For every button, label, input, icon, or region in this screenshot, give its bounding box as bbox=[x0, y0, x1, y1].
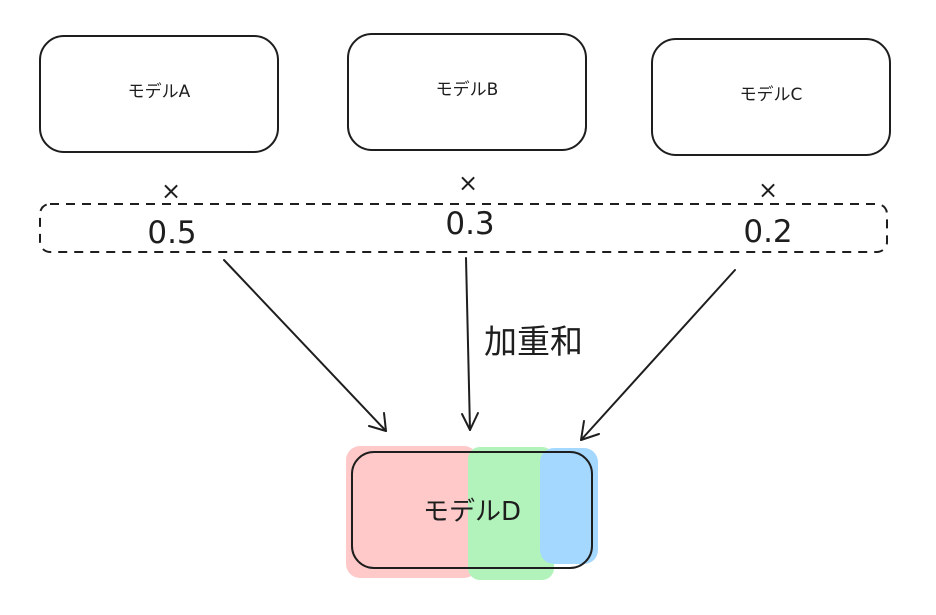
model-box-a-shape bbox=[39, 35, 279, 153]
model-b-label: モデルB bbox=[436, 79, 499, 100]
weight-a: 0.5 bbox=[147, 215, 196, 251]
model-box-a: モデルA bbox=[39, 35, 279, 153]
result-segment-red bbox=[346, 446, 478, 578]
weighted-sum-label: 加重和 bbox=[484, 322, 583, 361]
weight-b: 0.3 bbox=[445, 206, 494, 242]
arrow-c-line bbox=[580, 269, 736, 441]
arrow-a-head bbox=[368, 412, 387, 432]
model-a-label: モデルA bbox=[128, 81, 191, 102]
model-box-c-shape bbox=[651, 38, 891, 156]
model-box-b: モデルB bbox=[347, 33, 587, 151]
model-box-c: モデルC bbox=[651, 38, 891, 156]
weight-c: 0.2 bbox=[743, 214, 792, 250]
model-c-label: モデルC bbox=[740, 84, 803, 105]
multiply-symbol-a: × bbox=[161, 177, 181, 205]
arrow-b-line bbox=[465, 257, 471, 431]
arrow-b-head bbox=[461, 412, 479, 431]
result-segment-blue bbox=[540, 448, 598, 564]
arrow-a bbox=[223, 259, 387, 432]
multiply-symbol-b: × bbox=[458, 169, 478, 197]
arrow-a-line bbox=[223, 259, 387, 432]
model-box-b-shape bbox=[347, 33, 587, 151]
model-box-d-border bbox=[351, 451, 593, 569]
arrow-c bbox=[580, 269, 736, 441]
model-d-label: モデルD bbox=[423, 497, 521, 527]
result-segment-green bbox=[468, 447, 554, 580]
multiply-symbol-c: × bbox=[758, 176, 778, 204]
model-box-d: モデルD bbox=[346, 446, 598, 580]
arrow-b bbox=[461, 257, 479, 431]
weights-container bbox=[39, 203, 888, 253]
arrow-c-head bbox=[580, 420, 600, 441]
